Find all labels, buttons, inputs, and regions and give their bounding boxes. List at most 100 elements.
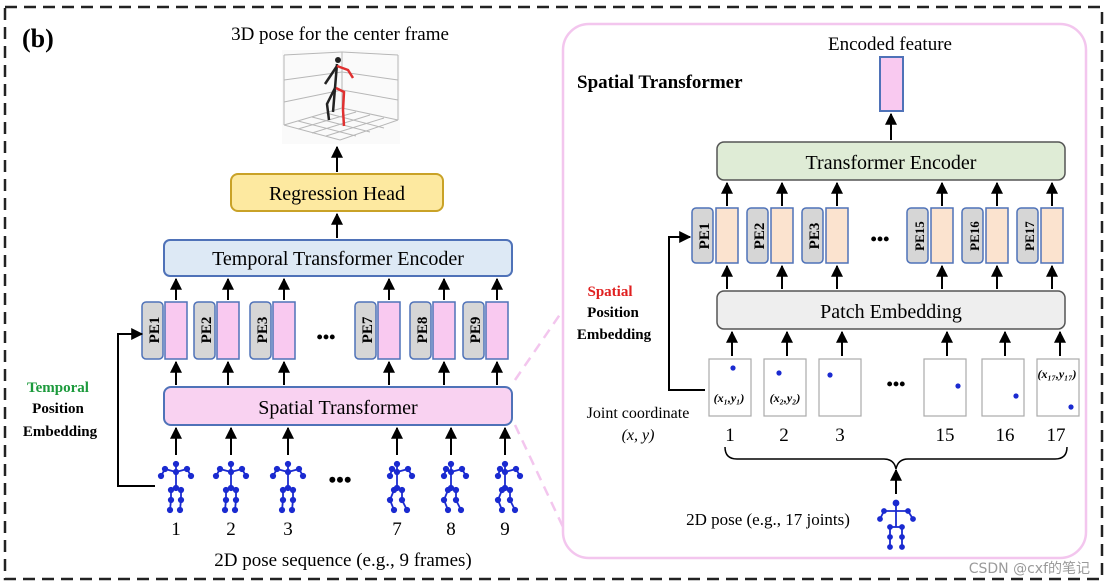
frame-number: 3 <box>283 519 293 540</box>
pe-token <box>746 207 769 264</box>
joint-number: 1 <box>725 425 735 446</box>
encoded-feature-token <box>879 56 904 112</box>
transformer-encoder-box <box>716 141 1066 181</box>
pe-token <box>801 207 824 264</box>
joint-point <box>955 383 961 389</box>
frame-number: 8 <box>446 519 456 540</box>
joint-number: 17 <box>1047 425 1066 446</box>
joint-point <box>827 372 833 378</box>
pe-token <box>249 301 272 360</box>
transformer-encoder-label: Transformer Encoder <box>806 152 977 174</box>
spatial-pe-line1: Spatial <box>587 284 632 300</box>
patch-embedding-label: Patch Embedding <box>820 301 962 323</box>
spatial-transformer-box <box>163 386 513 426</box>
joint-box <box>981 330 1025 417</box>
frame-skeleton <box>212 426 250 514</box>
pose-caption: 2D pose (e.g., 17 joints) <box>686 510 850 529</box>
frame-skeleton <box>157 426 195 514</box>
right-token-pair: PE3 <box>801 181 849 289</box>
zoom-line-bottom <box>513 424 565 528</box>
temporal-pe-line1: Temporal <box>27 380 89 396</box>
joint-frame <box>981 358 1025 417</box>
joint-number: 15 <box>936 425 955 446</box>
joint-coord-label: (x₁₇,y₁₇) <box>1037 367 1076 381</box>
pe-token-label: PE3 <box>255 317 271 344</box>
pe-token-label: PE17 <box>1022 221 1037 251</box>
temporal-pe-line2: Position <box>32 401 84 417</box>
zoom-line-top <box>513 309 565 381</box>
joint-point <box>730 365 736 371</box>
feature-token <box>825 207 849 264</box>
joint-point <box>776 370 782 376</box>
right-ellipsis: ••• <box>871 229 890 249</box>
pe-token-label: PE1 <box>147 317 163 344</box>
sequence-caption: 2D pose sequence (e.g., 9 frames) <box>214 550 471 571</box>
feature-token <box>377 301 401 360</box>
panel-label: (b) <box>22 24 54 53</box>
joint-number: 3 <box>835 425 845 446</box>
right-token-pair: PE16 <box>961 181 1009 289</box>
joint-number: 2 <box>779 425 789 446</box>
feature-token <box>272 301 296 360</box>
pe-token-label: PE2 <box>752 223 768 250</box>
spatial-pe-line2: Position <box>587 305 639 321</box>
joint-coordinate-line2: (x, y) <box>622 427 655 444</box>
pe-token <box>906 207 929 264</box>
right-token-pair: PE17 <box>1016 181 1064 289</box>
joint-coordinate-line1: Joint coordinate <box>587 405 690 422</box>
frame-skeleton <box>386 426 416 514</box>
joint-box <box>818 330 862 417</box>
pe-token-label: PE2 <box>199 317 215 344</box>
joint-frame <box>708 358 752 417</box>
feature-token <box>164 301 188 360</box>
joint-point <box>1013 393 1019 399</box>
temporal-encoder-box <box>163 239 513 277</box>
pe-token-label: PE7 <box>360 316 376 343</box>
pe-token <box>462 301 485 360</box>
left-token-pair: PE7 <box>354 277 401 385</box>
feature-token <box>485 301 509 360</box>
feature-token <box>985 207 1009 264</box>
left-token-pair: PE2 <box>193 277 240 385</box>
regression-head-label: Regression Head <box>269 183 405 205</box>
right-token-pair: PE15 <box>906 181 954 289</box>
joint-coord-label: (x₂,y₂) <box>770 391 801 405</box>
pe-token-label: PE3 <box>807 223 823 250</box>
2d-pose-skeleton <box>877 499 916 550</box>
patch-embedding-box <box>716 290 1066 330</box>
joint-box <box>1036 330 1080 417</box>
output-label: 3D pose for the center frame <box>231 24 449 45</box>
temporal-pe-line3: Embedding <box>23 424 98 440</box>
left-ellipsis: ••• <box>317 327 336 347</box>
frame-number: 2 <box>226 519 236 540</box>
pe-token <box>1016 207 1039 264</box>
feature-token <box>930 207 954 264</box>
frame-skeleton <box>494 426 524 514</box>
feature-token <box>715 207 739 264</box>
spatial-transformer-label: Spatial Transformer <box>258 397 418 419</box>
joint-box <box>923 330 967 417</box>
watermark: CSDN @cxf的笔记 <box>969 561 1090 577</box>
feature-token <box>216 301 240 360</box>
spatial-pe-line3: Embedding <box>577 327 652 343</box>
spatial-pe-connector <box>668 231 705 391</box>
joint-ellipsis: ••• <box>887 374 906 394</box>
feature-token <box>432 301 456 360</box>
right-token-pair: PE2 <box>746 181 794 289</box>
temporal-pe-connector <box>117 328 155 487</box>
joint-frame <box>763 358 807 417</box>
pe-token <box>409 301 432 360</box>
pe-token <box>193 301 216 360</box>
joint-number-group: 1 2 3 15 16 17 <box>725 425 1065 446</box>
pe-token-label: PE16 <box>967 221 982 251</box>
frame-number: 9 <box>500 519 510 540</box>
encoded-feature-label: Encoded feature <box>828 34 952 55</box>
right-panel-title: Spatial Transformer <box>577 72 743 93</box>
left-bottom-ellipsis: ••• <box>328 467 351 492</box>
feature-token <box>1040 207 1064 264</box>
frame-skeleton <box>269 426 307 514</box>
joint-number: 16 <box>996 425 1015 446</box>
